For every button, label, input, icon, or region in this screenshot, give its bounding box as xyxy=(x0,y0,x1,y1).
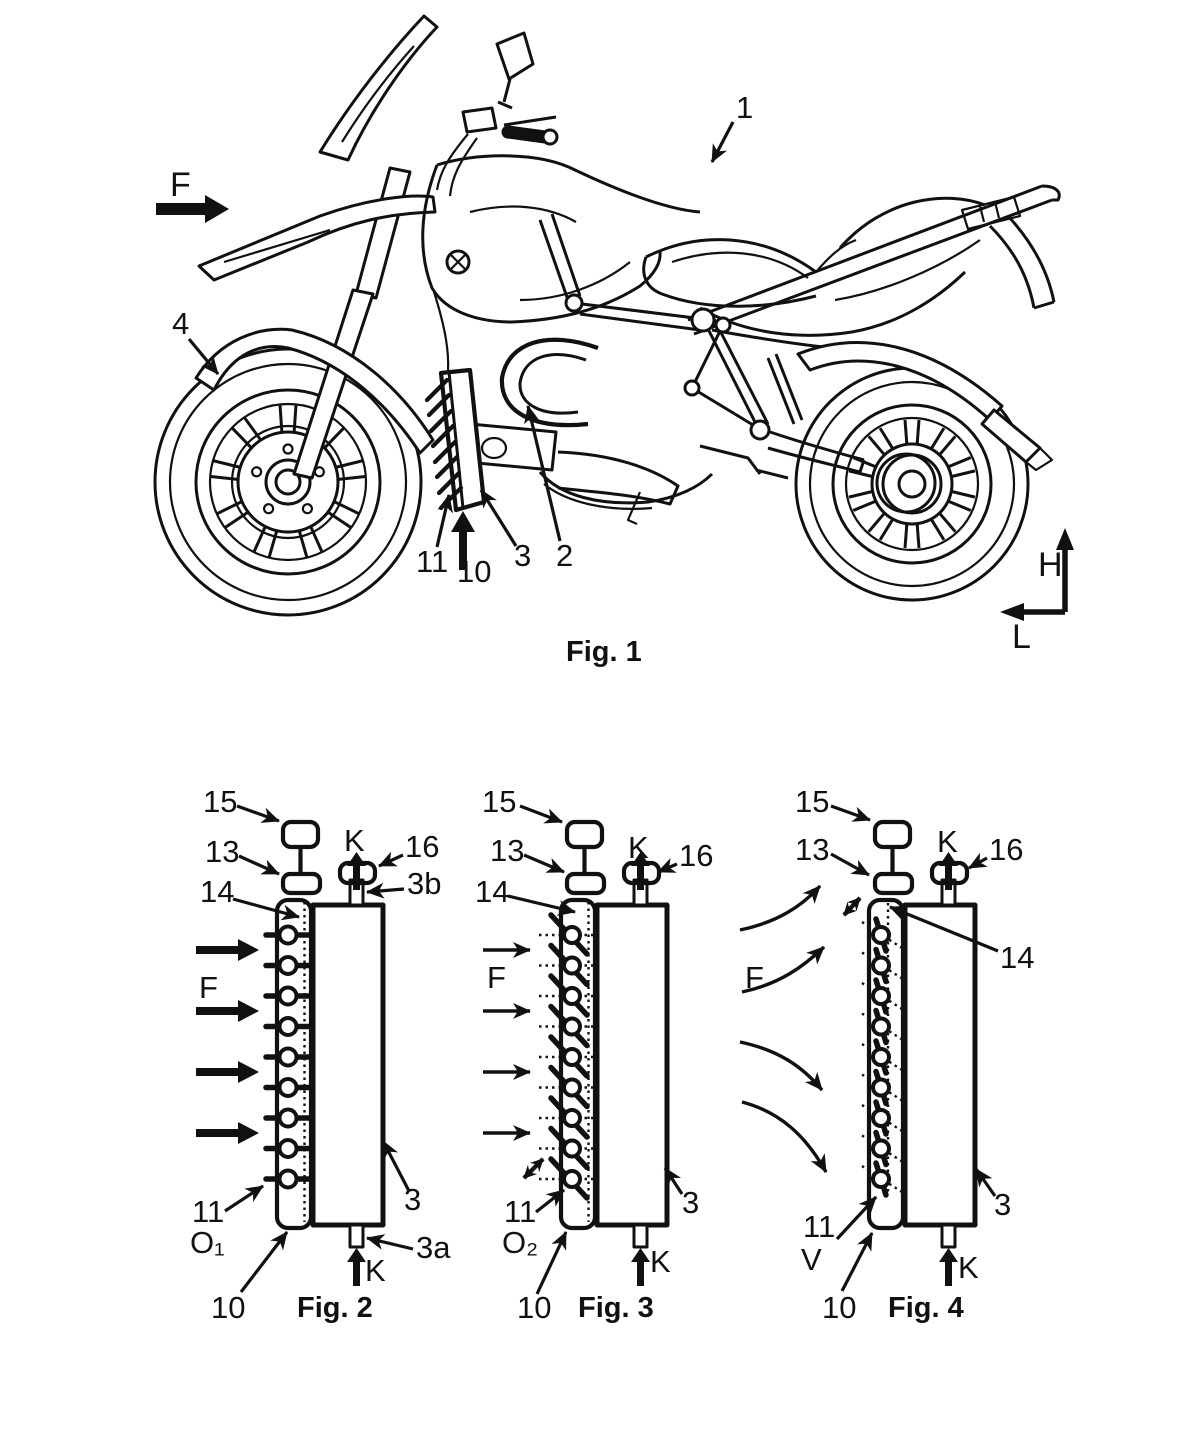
fig2-label-coolant-top: K xyxy=(344,823,365,858)
fig3-airflow-arrows xyxy=(483,942,531,1141)
fig3-label-shutter: 10 xyxy=(517,1290,551,1325)
engine xyxy=(454,337,789,526)
fig4-label-actuator: 15 xyxy=(795,784,829,819)
orientation-axis-icon xyxy=(1000,528,1074,621)
fig2-label-inlet-port: 3a xyxy=(416,1230,451,1265)
fig3-label-linkage: 13 xyxy=(490,833,524,868)
fig3-label-state: O₂ xyxy=(502,1225,538,1260)
fig4-label-radiator: 3 xyxy=(994,1187,1011,1222)
fig4-caption: Fig. 4 xyxy=(888,1292,964,1324)
front-fender xyxy=(194,327,435,455)
radiator-shutter-assembly xyxy=(424,367,487,513)
fig2-label-shutter: 10 xyxy=(211,1290,245,1325)
fig2-label-valve: 16 xyxy=(405,829,439,864)
fig4-slat-rotation-arrow-icon xyxy=(842,896,862,917)
fig4-label-valve: 16 xyxy=(989,832,1023,867)
fig3-label-slat-plane: 14 xyxy=(475,874,509,909)
fig3-slat-rotation-arrow-icon xyxy=(522,1157,545,1180)
fig1-label-length-axis: L xyxy=(1012,618,1031,656)
fig4-deflected-airflow-arrows xyxy=(739,884,828,1173)
fig3-label-slats: 11 xyxy=(504,1194,536,1229)
fig3-label-airflow: F xyxy=(487,960,506,995)
fig1-label-airflow: F xyxy=(170,166,191,204)
fig2-shutter-open: F 15 13 14 K 16 3b 11 O₁ 10 3 3a K Fig. … xyxy=(190,784,451,1325)
fig4-label-slats: 11 xyxy=(803,1209,835,1244)
fig2-label-actuator: 15 xyxy=(203,784,237,819)
fig4-label-slat-plane: 14 xyxy=(1000,940,1034,975)
fig1-label-motorcycle: 1 xyxy=(736,90,753,125)
fig4-label-coolant-top: K xyxy=(937,824,958,859)
fig1-label-shutter: 10 xyxy=(457,554,491,589)
fig2-label-slat-plane: 14 xyxy=(200,874,234,909)
fig2-label-airflow: F xyxy=(199,970,218,1005)
fig3-shutter-tilted: F 15 13 14 K 16 11 O₂ 10 3 K Fig. 3 xyxy=(475,784,713,1325)
airflow-arrow-icon xyxy=(156,195,229,223)
fig3-label-actuator: 15 xyxy=(482,784,516,819)
fig4-label-coolant-bottom: K xyxy=(958,1250,979,1285)
fig1-label-front-wheel: 4 xyxy=(172,306,189,341)
fig4-shutter-closed: F 15 13 14 K 16 11 V 10 3 K Fig. 4 xyxy=(739,784,1034,1325)
fig2-label-linkage: 13 xyxy=(205,834,239,869)
fig3-label-coolant-top: K xyxy=(628,830,649,865)
fig3-label-coolant-bottom: K xyxy=(650,1244,671,1279)
fig1-label-slats: 11 xyxy=(416,544,448,579)
fig1-shutter-arrow-icon xyxy=(451,511,475,570)
fig2-label-slats: 11 xyxy=(192,1194,224,1229)
fig4-label-state: V xyxy=(801,1242,822,1277)
fig2-label-state: O₁ xyxy=(190,1225,225,1260)
fig2-caption: Fig. 2 xyxy=(297,1292,373,1324)
fig1-caption: Fig. 1 xyxy=(566,636,642,668)
fig1-motorcycle-drawing: F 1 4 11 10 3 2 H L Fig. 1 xyxy=(153,14,1074,668)
fig4-label-shutter: 10 xyxy=(822,1290,856,1325)
front-wheel-icon xyxy=(153,347,423,617)
fig2-label-radiator: 3 xyxy=(404,1182,421,1217)
fig3-label-radiator: 3 xyxy=(682,1185,699,1220)
fig3-caption: Fig. 3 xyxy=(578,1292,654,1324)
seat-and-tail xyxy=(642,184,1061,337)
fig1-label-height-axis: H xyxy=(1038,546,1063,584)
frame-trellis xyxy=(538,213,901,441)
mirror-icon xyxy=(495,31,535,110)
fig2-label-outlet-port: 3b xyxy=(407,866,441,901)
fig4-label-linkage: 13 xyxy=(795,832,829,867)
fig3-label-valve: 16 xyxy=(679,838,713,873)
bodywork xyxy=(421,154,701,373)
handlebar-controls xyxy=(435,106,559,197)
fig4-label-airflow: F xyxy=(745,960,764,995)
fig1-label-engine: 2 xyxy=(556,538,573,573)
swingarm-rear xyxy=(767,341,1054,514)
fig1-label-radiator: 3 xyxy=(514,538,531,573)
front-beak xyxy=(197,194,437,282)
fig2-label-coolant-bottom: K xyxy=(365,1253,386,1288)
